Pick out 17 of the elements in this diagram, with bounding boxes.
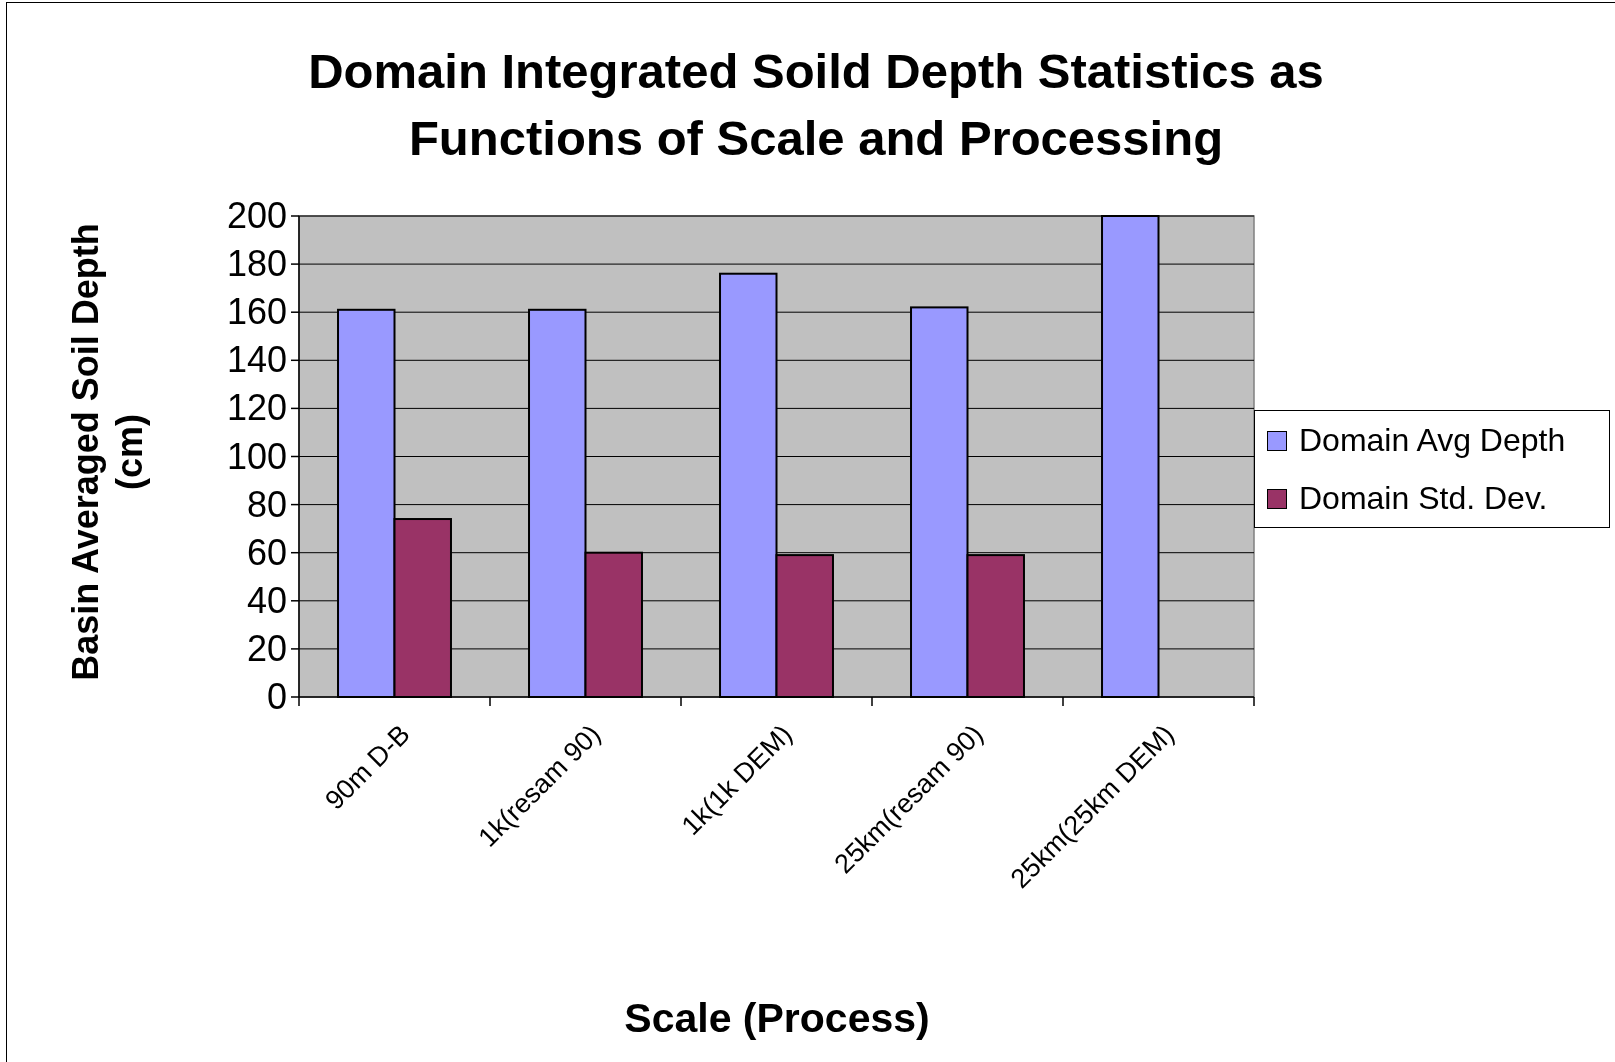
tick-label: 60 [246,531,287,574]
tick-label: 100 [226,435,287,478]
axis-title: Scale (Process) [623,995,931,1042]
tick-label: 20 [246,627,287,670]
legend-label: Domain Avg Depth [1299,421,1566,459]
tick-label: 200 [226,195,287,237]
chart-title: Domain Integrated Soild Depth Statistics as Functions of Scale and Processing [307,43,1325,167]
tick-label: 40 [246,579,287,622]
axis-title: Basin Averaged Soil Depth (cm) [64,222,151,683]
tick-label: 140 [226,339,287,382]
tick-label: 120 [226,387,287,430]
legend-label: Domain Std. Dev. [1299,479,1548,517]
tick-label: 0 [266,676,287,718]
tick-label: 180 [226,243,287,286]
tick-label: 160 [226,291,287,334]
tick-label: 80 [246,483,287,526]
category-label: 90m D-B [319,719,416,816]
